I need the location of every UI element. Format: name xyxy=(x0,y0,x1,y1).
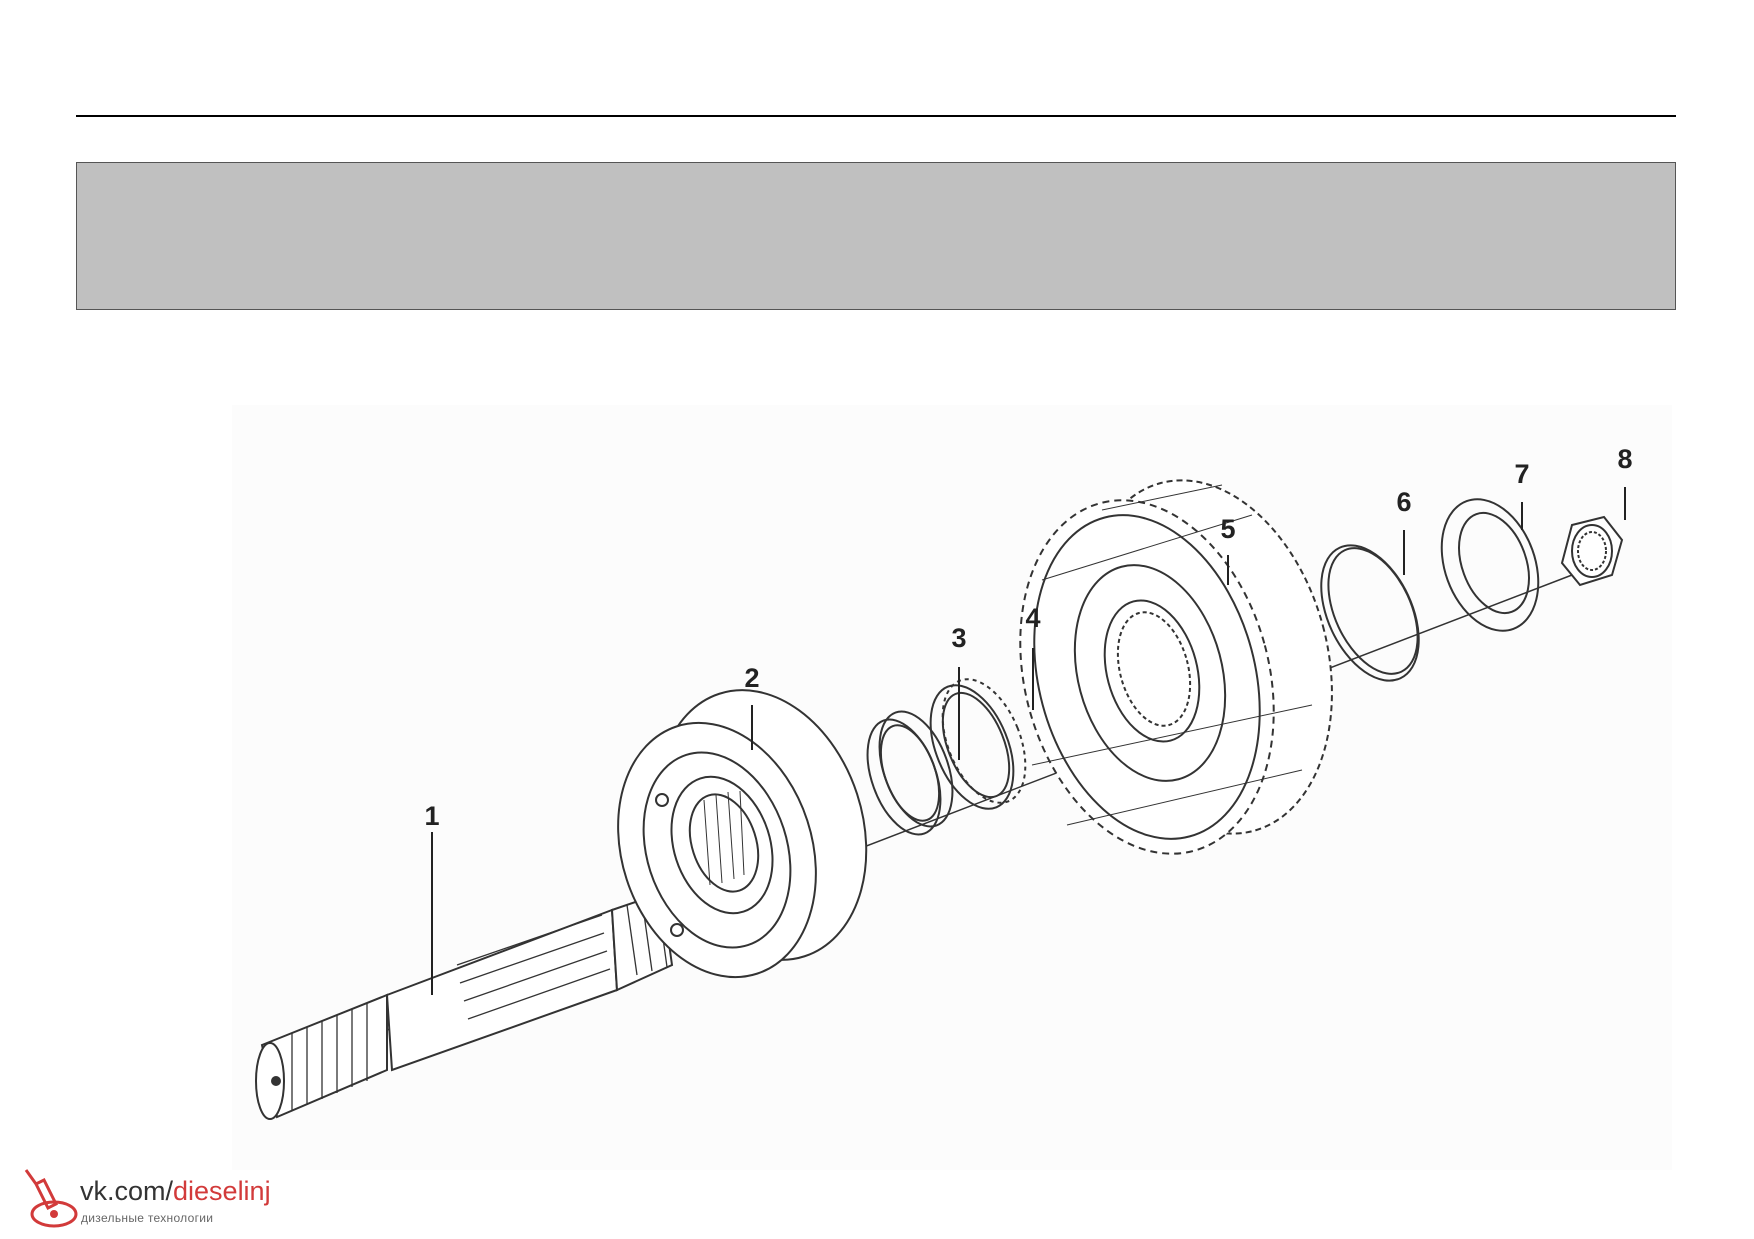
callout-8-number: 8 xyxy=(1617,444,1632,474)
callout-4-number: 4 xyxy=(1025,603,1040,633)
watermark-subtitle: дизельные технологии xyxy=(81,1211,214,1225)
callout-1-number: 1 xyxy=(424,801,439,831)
watermark-prefix: vk.com/ xyxy=(80,1176,174,1206)
header-band xyxy=(76,162,1676,310)
part-1-shaft xyxy=(255,891,674,1120)
top-rule xyxy=(76,115,1676,117)
dieselinj-logo-icon xyxy=(24,1169,78,1228)
watermark-accent: dieselinj xyxy=(173,1176,271,1206)
part-8-nut xyxy=(1560,515,1624,587)
exploded-diagram: 1 2 3 4 5 6 7 8 xyxy=(232,405,1672,1170)
part-2-hub xyxy=(617,689,868,979)
watermark-link[interactable]: vk.com/dieselinj xyxy=(80,1176,271,1207)
callout-5-number: 5 xyxy=(1220,514,1235,544)
part-3-thrust-ring xyxy=(866,710,954,836)
diagram-svg: 1 2 3 4 5 6 7 8 xyxy=(255,444,1633,1120)
callout-6-number: 6 xyxy=(1396,487,1411,517)
part-4-synchro-ring xyxy=(929,678,1027,810)
part-6-snap-ring xyxy=(1320,544,1420,682)
callout-7-number: 7 xyxy=(1514,459,1529,489)
part-7-washer xyxy=(1440,498,1540,632)
part-5-gear xyxy=(1019,479,1333,855)
callout-2-number: 2 xyxy=(744,663,759,693)
callout-3-number: 3 xyxy=(951,623,966,653)
